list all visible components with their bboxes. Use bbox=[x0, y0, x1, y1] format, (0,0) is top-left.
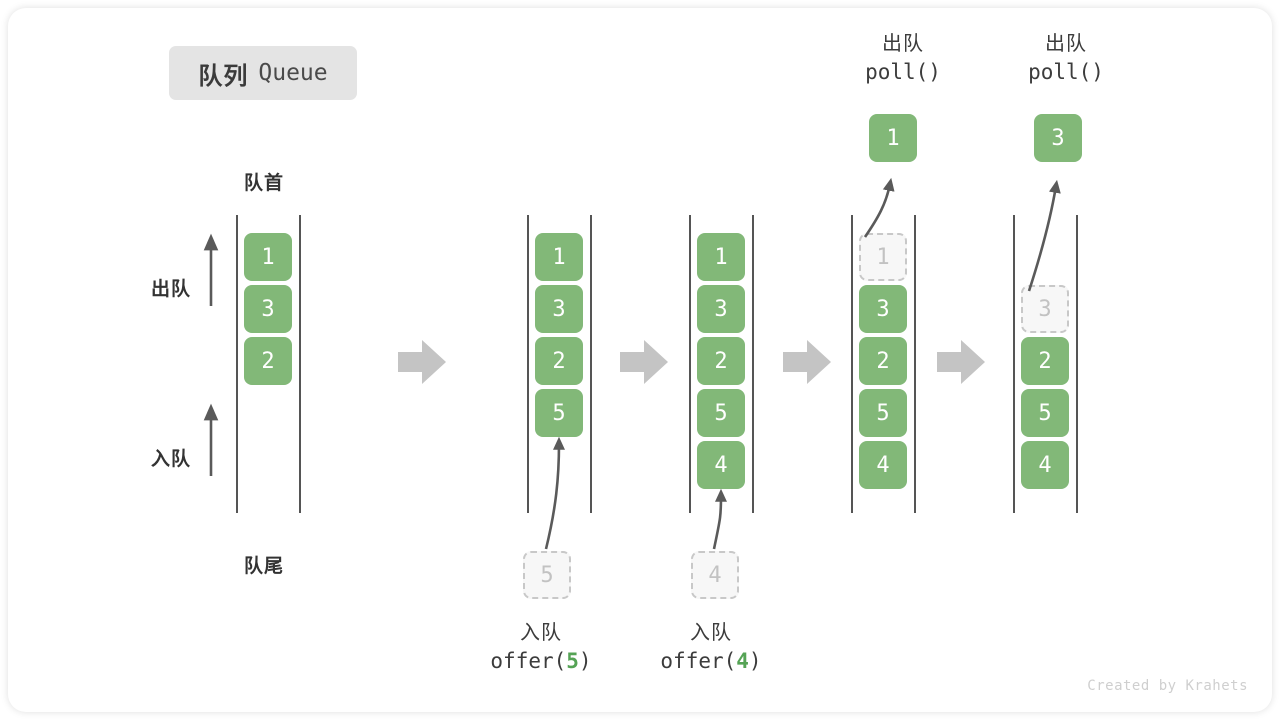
queue-element: 2 bbox=[859, 337, 907, 385]
top-label-line1: 出队 bbox=[1045, 33, 1087, 55]
title-en: Queue bbox=[258, 60, 328, 86]
queue-element: 1 bbox=[535, 233, 583, 281]
queue-rail-right-2 bbox=[590, 215, 592, 513]
offer-4-arrow bbox=[712, 488, 727, 550]
arrows-overlay bbox=[203, 177, 1061, 550]
queue-rail-right-3 bbox=[752, 215, 754, 513]
caption-line2: offer(4) bbox=[660, 649, 762, 673]
queue-rail-left-1 bbox=[236, 215, 238, 513]
queue-element: 2 bbox=[697, 337, 745, 385]
title-cn: 队列 bbox=[198, 62, 249, 90]
diagram-card: 队列 Queue 队首 队尾 出队 入队 1 3 2 1 3 2 5 5 入队 … bbox=[8, 8, 1272, 712]
step-arrow bbox=[937, 340, 985, 384]
queue-rail-right-4 bbox=[914, 215, 916, 513]
top-label-poll-1: 出队 poll() bbox=[813, 31, 993, 86]
queue-element: 5 bbox=[859, 389, 907, 437]
queue-element: 3 bbox=[859, 285, 907, 333]
top-label-line1: 出队 bbox=[882, 33, 924, 55]
queue-rail-left-4 bbox=[851, 215, 853, 513]
step-arrow bbox=[398, 340, 446, 384]
queue-element: 3 bbox=[535, 285, 583, 333]
poll-3-arrow bbox=[1027, 179, 1061, 292]
queue-element: 5 bbox=[1021, 389, 1069, 437]
queue-rail-right-5 bbox=[1076, 215, 1078, 513]
queue-head-label: 队首 bbox=[244, 173, 285, 194]
queue-element: 2 bbox=[535, 337, 583, 385]
extracted-element: 1 bbox=[869, 114, 917, 162]
caption-line1: 入队 bbox=[690, 622, 732, 644]
incoming-ghost-element: 4 bbox=[691, 551, 739, 599]
caption-offer-5: 入队 offer(5) bbox=[441, 620, 641, 675]
queue-element: 1 bbox=[244, 233, 292, 281]
caption-offer-4: 入队 offer(4) bbox=[611, 620, 811, 675]
credit-text: Created by Krahets bbox=[1087, 678, 1248, 694]
top-label-line2: poll() bbox=[1028, 60, 1104, 84]
queue-element: 3 bbox=[244, 285, 292, 333]
queue-rail-left-2 bbox=[527, 215, 529, 513]
top-label-line2: poll() bbox=[865, 60, 941, 84]
top-label-poll-3: 出队 poll() bbox=[976, 31, 1156, 86]
step-arrow bbox=[783, 340, 831, 384]
queue-element: 4 bbox=[1021, 441, 1069, 489]
poll-1-arrow bbox=[863, 177, 895, 238]
removed-ghost-element: 1 bbox=[859, 233, 907, 281]
queue-element: 2 bbox=[244, 337, 292, 385]
dequeue-side-label: 出队 bbox=[151, 279, 192, 300]
queue-rail-left-5 bbox=[1013, 215, 1015, 513]
queue-element: 3 bbox=[697, 285, 745, 333]
queue-element: 2 bbox=[1021, 337, 1069, 385]
caption-line1: 入队 bbox=[520, 622, 562, 644]
queue-rail-left-3 bbox=[689, 215, 691, 513]
offer-5-arrow bbox=[544, 436, 565, 550]
queue-tail-label: 队尾 bbox=[244, 556, 285, 577]
queue-rail-right-1 bbox=[299, 215, 301, 513]
enqueue-side-label: 入队 bbox=[151, 449, 192, 470]
extracted-element: 3 bbox=[1034, 114, 1082, 162]
queue-element: 5 bbox=[697, 389, 745, 437]
queue-element: 1 bbox=[697, 233, 745, 281]
removed-ghost-element: 3 bbox=[1021, 285, 1069, 333]
incoming-ghost-element: 5 bbox=[523, 551, 571, 599]
queue-element: 5 bbox=[535, 389, 583, 437]
queue-element: 4 bbox=[859, 441, 907, 489]
title-badge: 队列 Queue bbox=[169, 46, 357, 100]
queue-element: 4 bbox=[697, 441, 745, 489]
step-arrow bbox=[620, 340, 668, 384]
caption-line2: offer(5) bbox=[490, 649, 592, 673]
